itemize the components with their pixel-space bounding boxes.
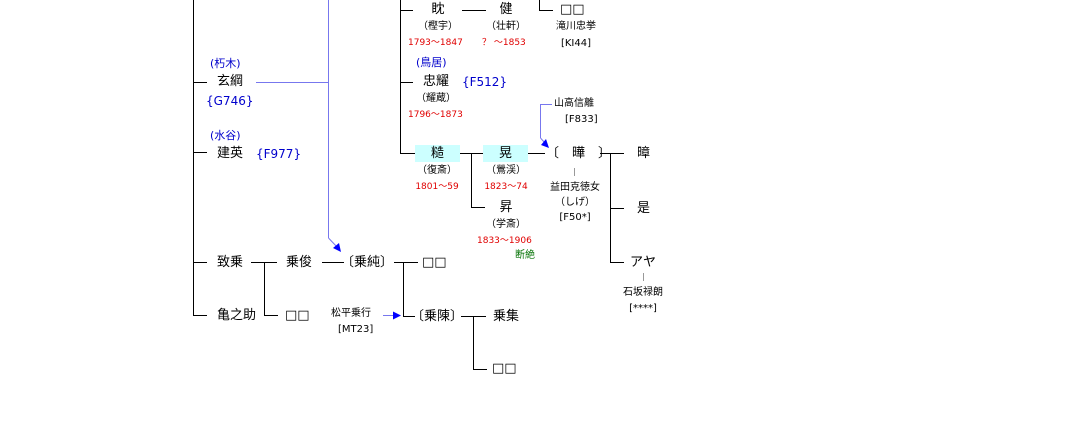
alias-tan: （樫宇） bbox=[418, 21, 458, 32]
ref-aya: [****] bbox=[629, 303, 657, 314]
person-norito[interactable]: 乗俊 bbox=[286, 255, 313, 270]
spouse-ref-yo: [F50*] bbox=[559, 212, 591, 223]
years-noboru: 1833〜1906 bbox=[477, 236, 532, 246]
person-kamenosuke[interactable]: 亀之助 bbox=[217, 308, 257, 323]
years-akira: 1823〜74 bbox=[484, 182, 528, 192]
years-tan: 1793〜1847 bbox=[408, 38, 463, 48]
person-unknown-top[interactable]: □□ bbox=[560, 2, 585, 17]
person-unknown-b[interactable]: □□ bbox=[285, 308, 310, 323]
ref-tadateru[interactable]: {F512} bbox=[462, 75, 508, 89]
ref-yamataka: [F833] bbox=[565, 114, 598, 125]
person-ken[interactable]: 健 bbox=[499, 2, 513, 17]
person-noritsudoi[interactable]: 乗集 bbox=[493, 309, 520, 324]
person-kou[interactable]: 糙 bbox=[430, 146, 444, 161]
ref-kenei[interactable]: {F977} bbox=[256, 147, 302, 161]
person-kore[interactable]: 是 bbox=[637, 201, 651, 216]
person-hitomi[interactable]: 暲 bbox=[637, 146, 651, 161]
ref-genko[interactable]: {G746} bbox=[206, 94, 254, 108]
person-unknown-a[interactable]: □□ bbox=[422, 255, 447, 270]
person-noritsura[interactable]: 〔乗陳〕 bbox=[411, 309, 464, 324]
person-kenei[interactable]: 建英 bbox=[217, 146, 244, 161]
alias-akira: （鶯渓） bbox=[486, 165, 526, 176]
person-akira[interactable]: 晃 bbox=[498, 146, 512, 161]
years-tadateru: 1796〜1873 bbox=[408, 110, 463, 120]
adoption-arrow-norizumi bbox=[333, 243, 341, 252]
person-matsudaira[interactable]: 松平乗行 bbox=[331, 308, 371, 319]
person-tadateru[interactable]: 忠耀 bbox=[423, 74, 450, 89]
adoption-arrow-yo bbox=[541, 139, 549, 148]
person-yamataka[interactable]: 山高信離 bbox=[554, 98, 594, 109]
spouse-unknown-top: 滝川忠挙 bbox=[556, 21, 596, 32]
ref-matsudaira: [MT23] bbox=[338, 324, 374, 335]
person-tan[interactable]: 眈 bbox=[431, 2, 445, 17]
person-genko[interactable]: 玄綱 bbox=[217, 74, 244, 89]
family-label-tadateru: (鳥居) bbox=[416, 56, 447, 69]
person-munenori[interactable]: 致乗 bbox=[217, 255, 244, 270]
ref-unknown-top: [KI44] bbox=[560, 38, 592, 49]
alias-tadateru: （耀蔵） bbox=[416, 93, 456, 104]
alias-noboru: （学斎） bbox=[486, 219, 526, 230]
note-noboru-extinct: 断絶 bbox=[515, 250, 535, 261]
person-norizumi[interactable]: 〔乗純〕 bbox=[341, 255, 394, 270]
highlight-akira bbox=[483, 145, 528, 162]
person-aya[interactable]: アヤ bbox=[630, 255, 657, 270]
adoption-arrow-noritsura bbox=[393, 311, 401, 320]
years-kou: 1801〜59 bbox=[415, 182, 459, 192]
person-unknown-c[interactable]: □□ bbox=[492, 361, 517, 376]
spouse-aya: 石坂禄朗 bbox=[623, 287, 663, 298]
family-label-kenei: (水谷) bbox=[210, 129, 241, 142]
person-noboru[interactable]: 昇 bbox=[499, 200, 513, 215]
spouse-yo: 益田克徳女 bbox=[550, 182, 600, 193]
highlight-kou bbox=[415, 145, 460, 162]
person-yo[interactable]: 〔 曄 〕 bbox=[546, 146, 612, 161]
family-label-genko: (朽木) bbox=[210, 57, 241, 70]
alias-ken: （壮軒） bbox=[486, 21, 526, 32]
years-ken: ？ 〜1853 bbox=[482, 38, 526, 48]
alias-kou: （復斎） bbox=[417, 165, 457, 176]
spouse-alias-yo: （しげ） bbox=[555, 197, 595, 208]
